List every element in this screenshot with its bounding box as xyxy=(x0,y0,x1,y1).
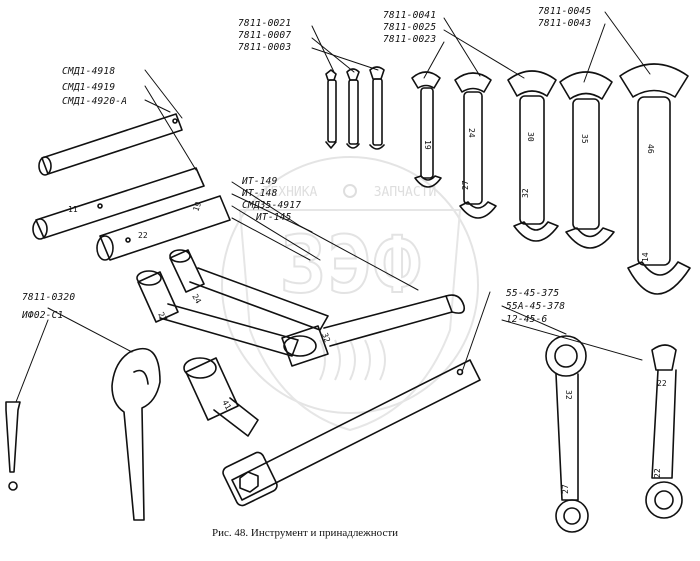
size-mark: 30 xyxy=(526,132,535,142)
label-smd1-4919: СМД1-4919 xyxy=(62,82,116,93)
size-mark: 32 xyxy=(521,188,530,198)
size-mark: 11 xyxy=(68,205,78,214)
size-mark: 22 xyxy=(653,468,662,478)
label-7811-0043: 7811-0043 xyxy=(538,18,592,29)
size-mark: 27 xyxy=(156,311,169,324)
wrench-46-41 xyxy=(619,63,691,295)
label-12-45-6: 12-45-6 xyxy=(506,314,548,325)
size-mark: 14 xyxy=(641,252,650,262)
watermark-right: ЗАПЧАСТИ xyxy=(374,185,437,200)
small-wrench-2 xyxy=(346,68,360,149)
watermark-ring xyxy=(221,156,479,414)
drift-punch xyxy=(5,401,21,491)
label-55-45-375: 55-45-375 xyxy=(506,288,560,299)
size-mark: 32 xyxy=(564,390,573,400)
label-smd1-4918: СМД1-4918 xyxy=(62,66,116,77)
size-mark: 19 xyxy=(191,200,203,212)
l-wrench-24 xyxy=(169,249,329,331)
size-mark: 27 xyxy=(461,180,470,190)
size-mark: 41 xyxy=(220,399,233,412)
label-7811-0023: 7811-0023 xyxy=(383,34,437,45)
wrench-12-19 xyxy=(411,71,442,188)
label-it-148: ИТ-148 xyxy=(242,188,278,199)
label-it-145: ИТ-145 xyxy=(256,212,292,223)
socket-wrench-22 xyxy=(96,195,231,261)
label-7811-0041: 7811-0041 xyxy=(383,10,437,21)
watermark-brand: ЗЭФ xyxy=(280,221,421,311)
label-smd1-4920-a: СМД1-4920-А xyxy=(62,96,128,107)
small-wrench-1 xyxy=(325,69,337,149)
figure-caption: Рис. 48. Инструмент и принадлежности xyxy=(212,527,399,539)
socket-wrench-19 xyxy=(32,167,205,240)
watermark-left: ТЕХНИКА xyxy=(263,185,318,200)
size-mark: 22 xyxy=(138,231,148,240)
size-mark: 24 xyxy=(190,293,203,306)
size-mark: 27 xyxy=(561,484,570,494)
label-if02-s1: ИФ02-С1 xyxy=(22,310,64,321)
label-55a-45-378: 55А-45-378 xyxy=(506,301,566,312)
socket-wrench-11 xyxy=(38,113,183,176)
leader-lines xyxy=(15,11,651,403)
size-mark: 22 xyxy=(657,379,667,388)
l-wrench-41 xyxy=(183,357,259,437)
label-7811-0007: 7811-0007 xyxy=(238,30,292,41)
label-7811-0021: 7811-0021 xyxy=(238,18,292,29)
size-mark: 24 xyxy=(467,128,476,138)
small-wrench-3 xyxy=(369,66,385,150)
size-mark: 46 xyxy=(646,144,655,154)
wrench-24-27 xyxy=(454,72,497,219)
label-7811-0003: 7811-0003 xyxy=(238,42,292,53)
ratchet-wrench-22-27 xyxy=(645,344,683,519)
size-mark: 35 xyxy=(580,134,589,144)
ratchet-wrench-32 xyxy=(545,335,589,533)
wrench-30-32 xyxy=(507,70,559,242)
label-7811-0025: 7811-0025 xyxy=(383,22,437,33)
hook-spanner xyxy=(111,347,161,521)
label-7811-0320: 7811-0320 xyxy=(22,292,76,303)
watermark-shield xyxy=(238,209,462,432)
label-7811-0045: 7811-0045 xyxy=(538,6,592,17)
size-mark: 32 xyxy=(320,332,332,344)
t-wrench-large xyxy=(222,359,481,507)
size-mark: 19 xyxy=(423,140,432,150)
label-it-149: ИТ-149 xyxy=(242,176,278,187)
size-marks: 19 24 30 32 35 46 14 27 11 19 22 24 27 3… xyxy=(68,128,667,494)
wrench-35-32 xyxy=(559,71,615,249)
l-wrench-32 xyxy=(281,294,466,367)
watermark-gear-icon xyxy=(343,184,357,198)
label-smd35-4917: СМД35-4917 xyxy=(242,200,302,211)
l-wrench-27 xyxy=(136,270,299,357)
watermark-wheat-icon xyxy=(319,339,386,381)
watermark: ЗЭФ ТЕХНИКА ЗАПЧАСТИ xyxy=(221,156,479,432)
